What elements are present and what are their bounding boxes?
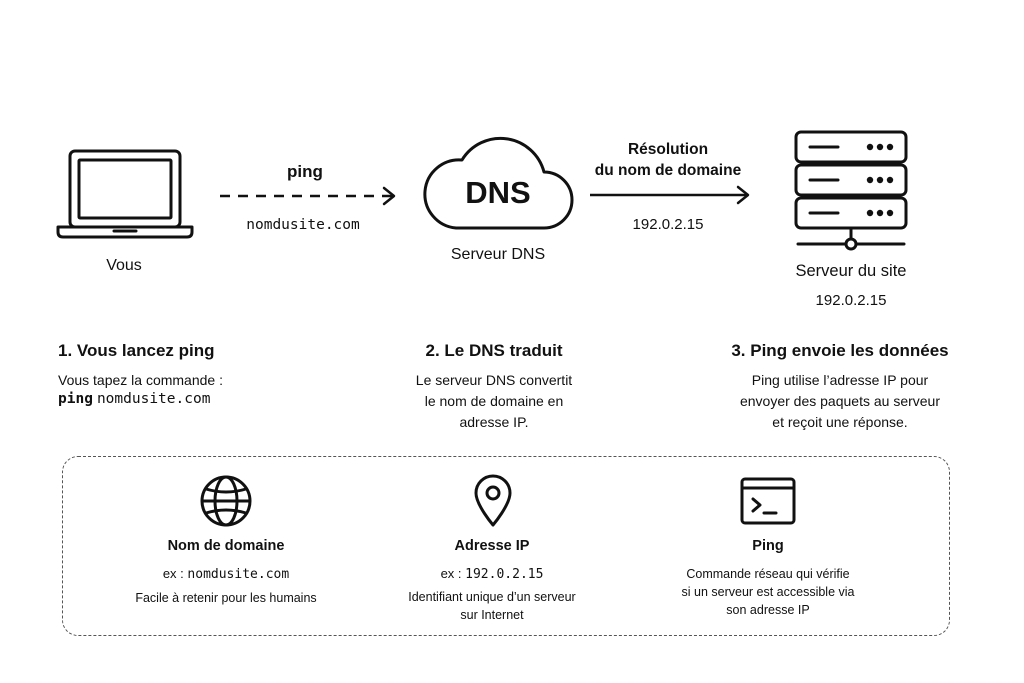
domain-name-label: nomdusite.com — [246, 217, 360, 233]
dns-badge: DNS — [465, 175, 531, 210]
legend-ip-line2: sur Internet — [460, 608, 524, 622]
legend-ping-line2: si un serveur est accessible via — [681, 585, 855, 599]
server-icon — [794, 130, 908, 251]
legend-ping-line1: Commande réseau qui vérifie — [686, 567, 850, 581]
resolved-ip-label: 192.0.2.15 — [632, 216, 704, 233]
step-2-line3: adresse IP. — [459, 414, 529, 430]
laptop-icon — [56, 149, 194, 239]
step-3-text: Ping utilise l’adresse IP pour envoyer d… — [704, 370, 976, 433]
legend-ping-line3: son adresse IP — [726, 603, 810, 617]
resolution-line2: du nom de domaine — [594, 162, 742, 179]
step-3-line3: et reçoit une réponse. — [772, 414, 908, 430]
legend-ping-title: Ping — [752, 538, 784, 554]
step-1-command-prefix: ping — [58, 391, 93, 407]
terminal-icon — [740, 477, 796, 525]
legend-domain-example: ex : nomdusite.com — [126, 566, 326, 582]
step-3-line1: Ping utilise l’adresse IP pour — [751, 372, 929, 388]
legend-ip-example: ex : 192.0.2.15 — [402, 566, 582, 582]
step-2-text: Le serveur DNS convertit le nom de domai… — [374, 370, 614, 433]
location-pin-icon — [474, 474, 512, 527]
legend-domain-example-prefix: ex : — [162, 566, 184, 581]
step-3-line2: envoyer des paquets au serveur — [739, 393, 940, 409]
legend-ip-line1: Identifiant unique d’un serveur — [408, 590, 576, 604]
step-3-title: 3. Ping envoie les données — [731, 341, 949, 360]
ping-arrow-label: ping — [287, 162, 323, 181]
step-1-title: 1. Vous lancez ping — [58, 341, 215, 360]
you-label: Vous — [106, 257, 142, 274]
step-2-line1: Le serveur DNS convertit — [415, 372, 573, 388]
dns-server-label: Serveur DNS — [450, 246, 546, 263]
site-server-ip: 192.0.2.15 — [815, 292, 887, 309]
step-1-command: ping nomdusite.com — [58, 391, 210, 407]
step-1-command-arg: nomdusite.com — [96, 391, 211, 407]
legend-ping-text: Commande réseau qui vérifie si un serveu… — [648, 565, 888, 619]
legend-ip-example-value: 192.0.2.15 — [465, 567, 544, 582]
step-2-title: 2. Le DNS traduit — [425, 341, 563, 360]
site-server-label: Serveur du site — [795, 262, 907, 280]
step-1-line1: Vous tapez la commande : — [58, 372, 223, 388]
legend-ip-text: Identifiant unique d’un serveur sur Inte… — [372, 588, 612, 624]
legend-domain-title: Nom de domaine — [167, 538, 285, 554]
solid-arrow — [590, 185, 750, 205]
legend-ip-title: Adresse IP — [454, 538, 530, 554]
globe-icon — [200, 475, 252, 527]
legend-domain-example-value: nomdusite.com — [187, 567, 290, 582]
legend-ip-example-prefix: ex : — [440, 566, 462, 581]
cloud-icon — [423, 136, 574, 230]
step-2-line2: le nom de domaine en — [424, 393, 564, 409]
legend-box — [62, 456, 950, 636]
resolution-line1: Résolution — [627, 141, 709, 158]
legend-domain-line1: Facile à retenir pour les humains — [135, 591, 317, 605]
dashed-arrow — [220, 186, 396, 206]
